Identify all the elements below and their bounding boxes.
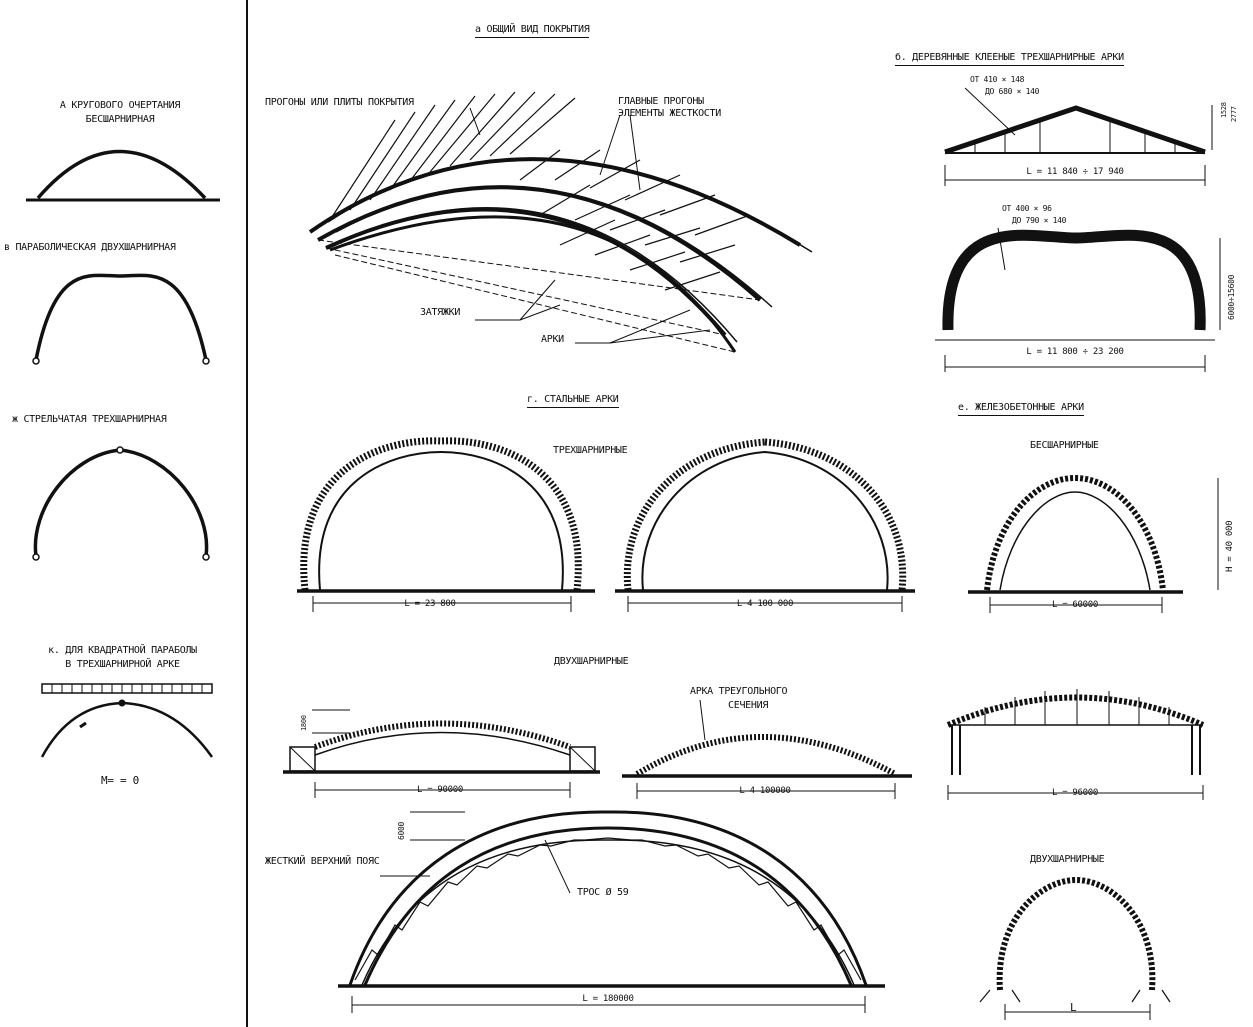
steel-arch-triangular-section — [622, 699, 912, 799]
label-span-b: L 4 100 000 — [736, 599, 794, 609]
rc-arch-frame — [946, 689, 1205, 800]
label-main-purlins-2: ЭЛЕМЕНТЫ ЖЕСТКОСТИ — [618, 108, 721, 119]
steel-arch-large-truss — [338, 810, 885, 1013]
label-dim-big: 6000 — [397, 821, 406, 840]
arch-parabolic-two-hinged — [32, 273, 210, 365]
label-height2: 6000÷15600 — [1227, 274, 1236, 320]
label-triangle-2: СЕЧЕНИЯ — [728, 700, 769, 711]
label-height1b: 2777 — [1230, 106, 1238, 122]
label-sect1-b: ДО 680 × 140 — [985, 87, 1040, 96]
section-e-title-text: е. ЖЕЛЕЗОБЕТОННЫЕ АРКИ — [958, 402, 1084, 416]
label-rc-two-hinged: ДВУХШАРНИРНЫЕ — [1030, 854, 1105, 865]
label-two-hinged: ДВУХШАРНИРНЫЕ — [554, 656, 629, 667]
section-e-title: е. ЖЕЛЕЗОБЕТОННЫЕ АРКИ — [958, 402, 1084, 416]
label-a-2: БЕСШАРНИРНАЯ — [85, 114, 155, 125]
label-sect2-a: ОТ 400 × 96 — [1002, 204, 1052, 213]
label-zh: ж СТРЕЛЬЧАТАЯ ТРЕХШАРНИРНАЯ — [12, 414, 167, 425]
label-k-2: В ТРЕХШАРНИРНОЙ АРКЕ — [65, 659, 180, 670]
label-span-d: L 4 100000 — [739, 786, 791, 796]
label-span-a: L = 23 800 — [404, 599, 456, 609]
roof-perspective — [308, 91, 813, 353]
label-rc-height: H = 40 000 — [1225, 520, 1235, 572]
section-b-title: б. ДЕРЕВЯННЫЕ КЛЕЕНЫЕ ТРЕХШАРНИРНЫЕ АРКИ — [895, 52, 1124, 66]
label-three-hinged: ТРЕХШАРНИРНЫЕ — [553, 445, 628, 456]
label-ties: ЗАТЯЖКИ — [420, 307, 461, 318]
label-rc-span-a: L = 60000 — [1051, 600, 1099, 610]
label-span2: L = 11 800 ÷ 23 200 — [1026, 347, 1124, 357]
arch-circular-fixed — [26, 149, 220, 202]
label-main-purlins-1: ГЛАВНЫЕ ПРОГОНЫ — [618, 96, 704, 107]
label-rigid-chord: ЖЕСТКИЙ ВЕРХНИЙ ПОЯС — [265, 856, 380, 867]
label-sect2-b: ДО 790 × 140 — [1012, 216, 1067, 225]
steel-arch-three-hinged-round — [297, 437, 595, 612]
label-rc-span-c: L — [1070, 1001, 1077, 1014]
arch-quadratic-load — [40, 683, 214, 758]
section-b-title-text: б. ДЕРЕВЯННЫЕ КЛЕЕНЫЕ ТРЕХШАРНИРНЫЕ АРКИ — [895, 52, 1124, 66]
label-a-1: А КРУГОВОГО ОЧЕРТАНИЯ — [59, 100, 181, 111]
arch-pointed-three-hinged — [32, 446, 210, 561]
section-a-title-text: а ОБЩИЙ ВИД ПОКРЫТИЯ — [475, 24, 590, 38]
rc-arch-fixed — [968, 474, 1219, 613]
rc-arch-two-hinged — [979, 876, 1171, 1020]
section-a-title: а ОБЩИЙ ВИД ПОКРЫТИЯ — [475, 24, 590, 38]
label-span-c: L = 90000 — [416, 785, 464, 795]
steel-arch-three-hinged-pointed — [615, 438, 915, 612]
label-span-e: L = 180000 — [582, 994, 634, 1004]
label-rc-span-b: L = 96000 — [1051, 788, 1099, 798]
label-sect1-a: ОТ 410 × 148 — [970, 75, 1025, 84]
label-dim-small: 1800 — [300, 715, 308, 731]
label-arches: АРКИ — [541, 334, 564, 345]
label-cable: ТРОС Ø 59 — [577, 887, 629, 898]
moment-label: M= = 0 — [101, 774, 139, 787]
label-fixed: БЕСШАРНИРНЫЕ — [1030, 440, 1099, 451]
steel-arch-two-hinged-flat — [283, 709, 600, 798]
label-k-1: к. ДЛЯ КВАДРАТНОЙ ПАРАБОЛЫ — [48, 645, 197, 656]
section-g-title-text: г. СТАЛЬНЫЕ АРКИ — [527, 394, 619, 408]
label-purlins: ПРОГОНЫ ИЛИ ПЛИТЫ ПОКРЫТИЯ — [265, 97, 414, 108]
label-v: в ПАРАБОЛИЧЕСКАЯ ДВУХШАРНИРНАЯ — [4, 242, 176, 253]
glulam-gable-arch — [935, 87, 1221, 372]
label-span1: L = 11 840 ÷ 17 940 — [1026, 167, 1124, 177]
label-triangle-1: АРКА ТРЕУГОЛЬНОГО — [690, 686, 788, 697]
section-g-title: г. СТАЛЬНЫЕ АРКИ — [527, 394, 619, 408]
